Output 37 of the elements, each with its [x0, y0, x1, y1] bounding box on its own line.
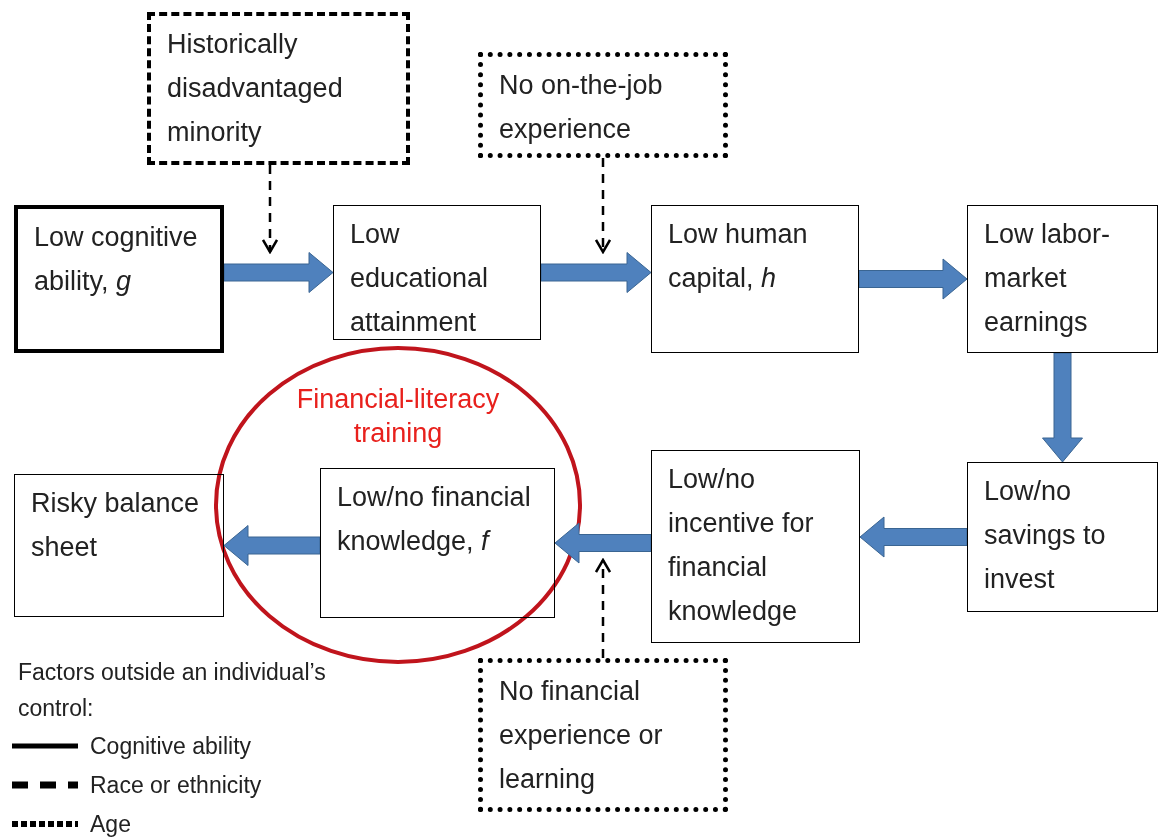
process-box: [478, 658, 728, 812]
process-box: [333, 205, 541, 340]
box-text: Low cognitive ability, g: [34, 221, 199, 298]
process-box: [967, 462, 1158, 612]
block-arrow: [223, 525, 321, 566]
dashed-arrow: [261, 165, 279, 254]
box-text: Low human capital, h: [668, 218, 809, 295]
block-arrow: [554, 522, 652, 564]
box-text: Historically disadvantaged minority: [167, 28, 344, 149]
note-text: Factors outside an individual’s control:: [18, 658, 327, 723]
process-box: [967, 205, 1158, 353]
legend-text: Cognitive ability: [90, 732, 252, 761]
legend-text: Race or ethnicity: [90, 771, 262, 800]
box-text: Low labor-market earnings: [984, 218, 1112, 339]
process-box: [14, 474, 224, 617]
ellipse-label: Financial-literacy training: [295, 383, 501, 450]
process-box: [14, 205, 224, 353]
process-box: [320, 468, 555, 618]
box-text: No financial experience or learning: [499, 675, 664, 796]
box-text: Low/no savings to invest: [984, 475, 1107, 596]
box-text: Low/no financial knowledge, f: [337, 481, 532, 558]
process-box: [147, 12, 410, 165]
dashed-arrow: [594, 558, 612, 658]
block-arrow: [858, 258, 968, 300]
box-text: No on-the-job experience: [499, 69, 664, 146]
process-box: [651, 450, 860, 643]
block-arrow: [223, 252, 334, 293]
block-arrow: [1042, 352, 1083, 463]
block-arrow: [859, 516, 968, 558]
block-arrow: [540, 252, 652, 293]
box-text: Risky balance sheet: [31, 487, 201, 564]
dashed-arrow: [594, 158, 612, 254]
box-text: Low/no incentive for financial knowledge: [668, 463, 815, 628]
process-box: [478, 52, 728, 158]
legend-text: Age: [90, 810, 131, 838]
process-box: [651, 205, 859, 353]
box-text: Low educational attainment: [350, 218, 490, 339]
